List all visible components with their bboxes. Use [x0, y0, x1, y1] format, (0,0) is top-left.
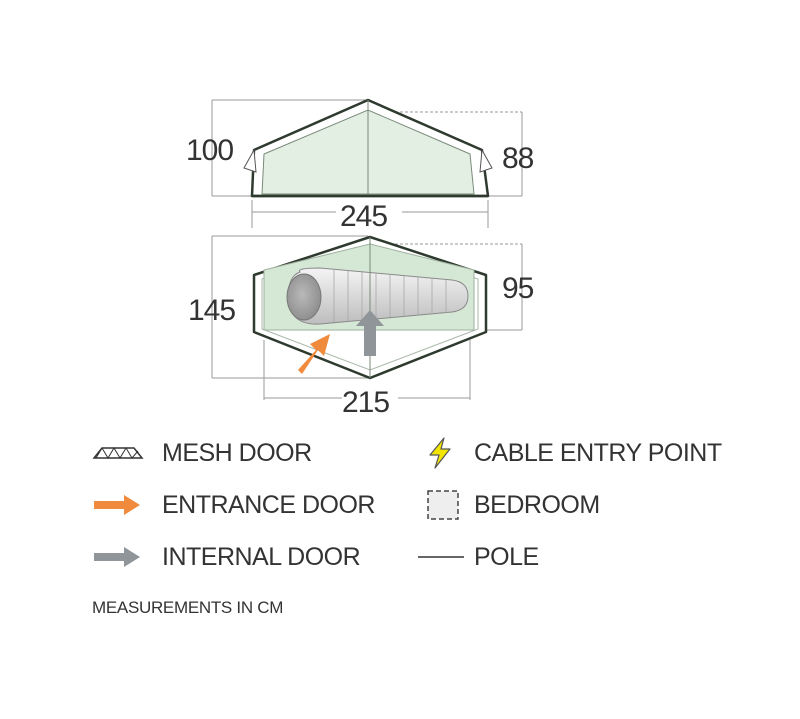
bedroom-label: BEDROOM: [474, 490, 600, 519]
sleeping-bag-hood: [286, 273, 322, 321]
legend-item-pole: POLE: [418, 540, 539, 574]
measurements-footnote: MEASUREMENTS IN CM: [92, 598, 284, 617]
plan-entrance-door-arrow: [298, 334, 330, 374]
sleeping-bag: [286, 267, 469, 325]
bedroom-icon: [426, 488, 466, 522]
legend-item-mesh-door: MESH DOOR: [92, 436, 312, 470]
side-elevation-view: 100 88 245: [186, 98, 535, 233]
mesh-door-label: MESH DOOR: [162, 438, 312, 467]
internal-door-label: INTERNAL DOOR: [162, 542, 361, 571]
floor-length-label: 215: [342, 386, 389, 419]
legend-item-cable-entry: CABLE ENTRY POINT: [426, 436, 722, 470]
plan-internal-door-arrow: [356, 310, 384, 356]
mesh-door-icon: [92, 436, 152, 470]
side-height-right-label: 88: [502, 142, 534, 175]
lightning-bolt-icon: [426, 436, 466, 470]
internal-arrow-icon: [92, 540, 152, 574]
tent-diagram: 100 88 245: [186, 98, 535, 419]
side-vent-left: [243, 148, 257, 173]
pole-label: POLE: [474, 542, 539, 571]
entrance-door-label: ENTRANCE DOOR: [162, 490, 375, 519]
cable-entry-label: CABLE ENTRY POINT: [474, 438, 722, 467]
floor-plan-view: 145 95 215: [188, 235, 535, 419]
pole-line-icon: [418, 540, 470, 574]
side-height-left-label: 100: [186, 134, 233, 167]
overall-length-label: 245: [340, 200, 387, 233]
legend-item-internal-door: INTERNAL DOOR: [92, 540, 361, 574]
side-vent-right: [479, 148, 493, 173]
plan-dimension-guides: [211, 235, 523, 400]
bedroom-width-label: 95: [502, 272, 534, 305]
entrance-arrow-icon: [92, 488, 152, 522]
legend-item-bedroom: BEDROOM: [426, 488, 600, 522]
floor-width-label: 145: [188, 294, 235, 327]
side-dimension-guides: [211, 99, 523, 228]
legend-item-entrance-door: ENTRANCE DOOR: [92, 488, 375, 522]
